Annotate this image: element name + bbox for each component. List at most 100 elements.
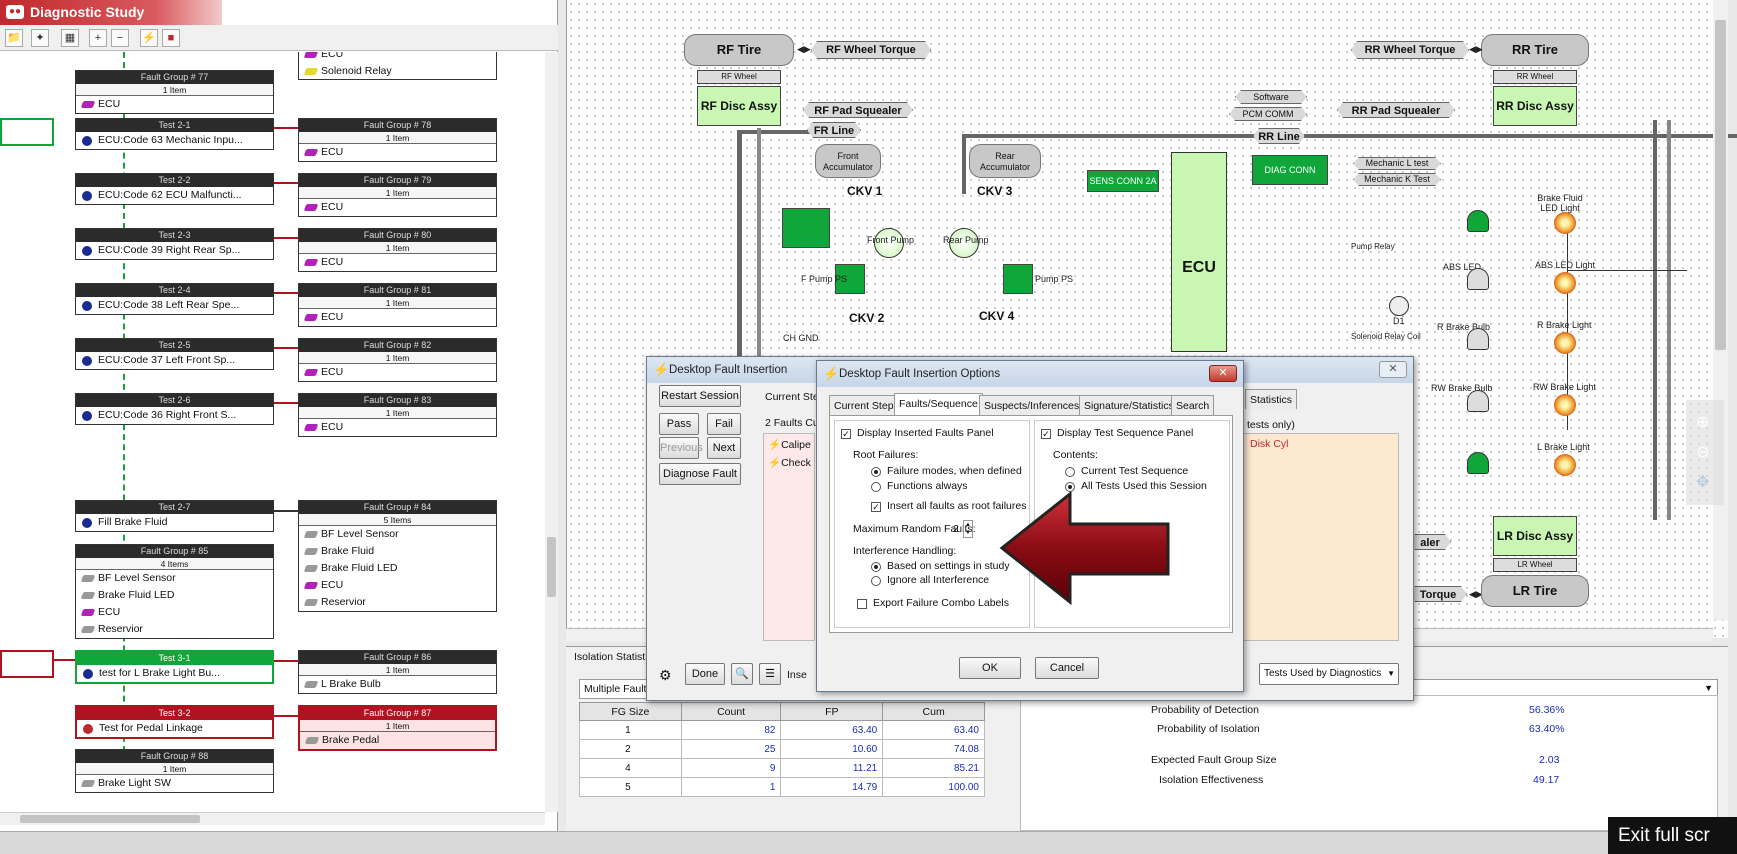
display-inserted-checkbox[interactable]: ✓ bbox=[841, 429, 851, 439]
tab-current-step[interactable]: Current Ste bbox=[765, 391, 819, 403]
r-brake-light[interactable] bbox=[1554, 332, 1576, 354]
zoom-in-icon[interactable]: + bbox=[89, 29, 107, 47]
rr-wheel[interactable]: RR Wheel bbox=[1493, 70, 1577, 84]
lr-wheel-torque[interactable]: Torque bbox=[1409, 586, 1467, 602]
r-pump-motor[interactable] bbox=[1003, 264, 1033, 294]
rf-wheel-torque[interactable]: RF Wheel Torque bbox=[811, 41, 931, 59]
fault-group-88[interactable]: Fault Group # 88 1 Item Brake Light SW bbox=[75, 749, 274, 793]
all-tests-radio[interactable] bbox=[1065, 482, 1075, 492]
pan-icon[interactable]: ✥ bbox=[1696, 474, 1710, 491]
zoom-out-icon[interactable]: ⊖ bbox=[1696, 444, 1710, 461]
software-tag[interactable]: Software bbox=[1235, 90, 1307, 104]
current-test-seq-radio[interactable] bbox=[1065, 467, 1075, 477]
test-node-3-1[interactable]: Test 3-1 test for L Brake Light Bu... bbox=[75, 650, 274, 684]
fault-group-77[interactable]: Fault Group # 77 1 Item ECU bbox=[75, 70, 274, 114]
fault-group-76[interactable]: ECU Solenoid Relay bbox=[298, 52, 497, 80]
restart-session-button[interactable]: Restart Session bbox=[659, 385, 741, 407]
brake-fluid-led-light[interactable] bbox=[1554, 212, 1576, 234]
ignore-interference-radio[interactable] bbox=[871, 576, 881, 586]
tab-search[interactable]: Search bbox=[1171, 395, 1215, 415]
brake-fluid-led[interactable] bbox=[1467, 210, 1489, 232]
open-icon[interactable]: 📁 bbox=[5, 29, 23, 47]
rf-tire[interactable]: RF Tire bbox=[684, 34, 794, 66]
cancel-button[interactable]: Cancel bbox=[1035, 657, 1099, 679]
grid-icon[interactable]: ▦ bbox=[61, 29, 79, 47]
rf-disc-assy[interactable]: RF Disc Assy bbox=[697, 86, 781, 126]
failure-modes-radio[interactable] bbox=[871, 467, 881, 477]
display-test-seq-checkbox[interactable]: ✓ bbox=[1041, 429, 1051, 439]
exit-icon[interactable]: ■ bbox=[162, 29, 180, 47]
rear-pump[interactable] bbox=[949, 228, 979, 258]
abs-led[interactable] bbox=[1467, 268, 1489, 290]
rr-pad-squealer[interactable]: RR Pad Squealer bbox=[1337, 102, 1455, 118]
functions-always-radio[interactable] bbox=[871, 482, 881, 492]
tab-suspects-inferences[interactable]: Suspects/Inferences bbox=[979, 395, 1085, 415]
close-button[interactable]: ✕ bbox=[1379, 361, 1407, 378]
lr-tire[interactable]: LR Tire bbox=[1481, 575, 1589, 607]
front-accumulator[interactable]: Front Accumulator bbox=[815, 144, 881, 178]
rr-disc-assy[interactable]: RR Disc Assy bbox=[1493, 86, 1577, 126]
r-brake-bulb[interactable] bbox=[1467, 328, 1489, 350]
battery[interactable]: BATTERY bbox=[782, 208, 830, 248]
close-button[interactable]: ✕ bbox=[1209, 365, 1237, 382]
max-random-input[interactable]: 2 bbox=[953, 523, 959, 535]
exit-fullscreen-overlay[interactable]: Exit full scr bbox=[1608, 817, 1737, 854]
rw-brake-bulb[interactable] bbox=[1467, 390, 1489, 412]
sens-conn-2a[interactable]: SENS CONN 2A bbox=[1087, 170, 1159, 192]
mechanic-l-test[interactable]: Mechanic L test bbox=[1353, 157, 1441, 170]
fault-group-84[interactable]: Fault Group # 84 5 Items BF Level Sensor… bbox=[298, 500, 497, 612]
rr-wheel-torque[interactable]: RR Wheel Torque bbox=[1351, 41, 1469, 59]
tab-statistics[interactable]: Statistics bbox=[1245, 389, 1298, 409]
ok-button[interactable]: OK bbox=[959, 657, 1021, 679]
diagram-vertical-scrollbar[interactable] bbox=[1713, 0, 1728, 620]
previous-button[interactable]: Previous bbox=[659, 437, 703, 459]
test-node-3-2[interactable]: Test 3-2 Test for Pedal Linkage bbox=[75, 705, 274, 739]
fr-line[interactable]: FR Line bbox=[807, 122, 861, 138]
tab-current-step[interactable]: Current Step bbox=[829, 395, 899, 415]
insert-all-checkbox[interactable]: ✓ bbox=[871, 502, 881, 512]
next-button[interactable]: Next bbox=[707, 437, 741, 459]
rr-tire[interactable]: RR Tire bbox=[1481, 34, 1589, 66]
fault-group-87[interactable]: Fault Group # 87 1 Item Brake Pedal bbox=[298, 705, 497, 751]
zoom-in-icon[interactable]: ⊕ bbox=[1696, 414, 1710, 431]
faults-list[interactable]: ⚡Calipe ⚡Check bbox=[763, 433, 815, 641]
rf-pad-squealer[interactable]: RF Pad Squealer bbox=[803, 102, 913, 118]
test-node-2-7[interactable]: Test 2-7 Fill Brake Fluid bbox=[75, 500, 274, 532]
settings-icon[interactable]: ⚙ bbox=[659, 667, 672, 683]
l-brake-bulb[interactable] bbox=[1467, 452, 1489, 474]
lr-wheel[interactable]: LR Wheel bbox=[1493, 558, 1577, 572]
diagnose-fault-button[interactable]: Diagnose Fault bbox=[659, 463, 741, 485]
tab-signature-statistics[interactable]: Signature/Statistics bbox=[1079, 395, 1179, 415]
l-brake-light[interactable] bbox=[1554, 454, 1576, 476]
diag-conn[interactable]: DIAG CONN bbox=[1252, 155, 1328, 185]
spinner[interactable]: ▲▼ bbox=[963, 520, 973, 538]
lr-pad-squealer[interactable]: aler bbox=[1409, 534, 1451, 550]
tab-faults-sequence[interactable]: Faults/Sequence bbox=[894, 393, 983, 415]
export-combo-checkbox[interactable] bbox=[857, 599, 867, 609]
left-horizontal-scrollbar[interactable] bbox=[0, 812, 545, 825]
rr-line[interactable]: RR Line bbox=[1253, 128, 1305, 144]
front-pump[interactable] bbox=[874, 228, 904, 258]
fault-group-85[interactable]: Fault Group # 85 4 Items BF Level Sensor… bbox=[75, 544, 274, 639]
abs-led-light[interactable] bbox=[1554, 272, 1576, 294]
zoom-out-icon[interactable]: − bbox=[111, 29, 129, 47]
ecu-module[interactable]: ECU bbox=[1171, 152, 1227, 352]
rw-brake-light[interactable] bbox=[1554, 394, 1576, 416]
tests-used-select[interactable]: Tests Used by Diagnostics▼ bbox=[1259, 663, 1399, 685]
done-button[interactable]: Done bbox=[685, 663, 725, 685]
diode-d1[interactable] bbox=[1389, 296, 1409, 316]
pass-button[interactable]: Pass bbox=[659, 413, 699, 435]
